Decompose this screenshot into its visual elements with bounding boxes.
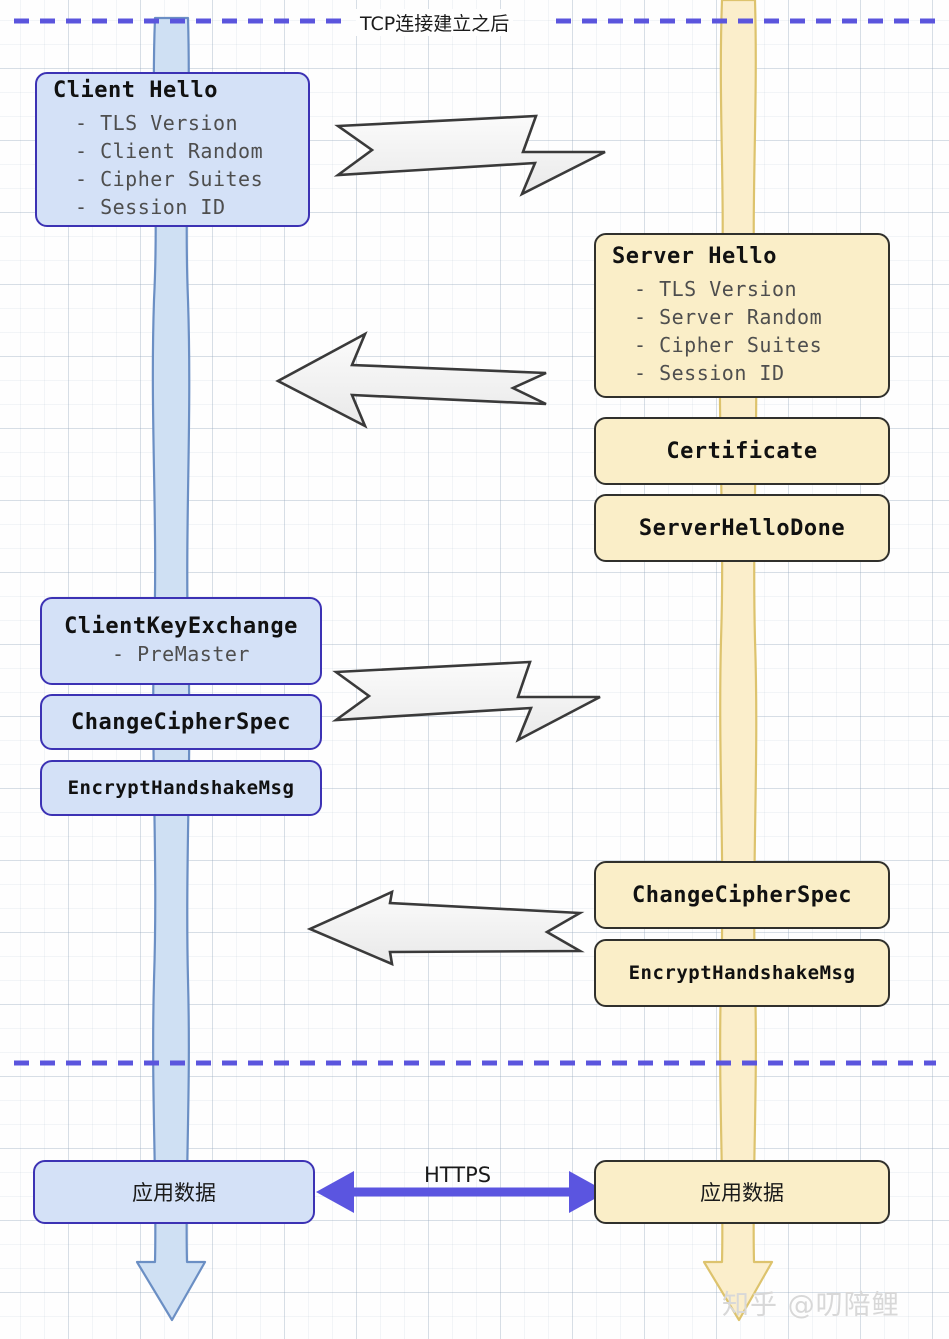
server-message-encrypt-handshake-msg[interactable]: EncryptHandshakeMsg — [594, 939, 890, 1007]
message-title: EncryptHandshakeMsg — [628, 962, 856, 984]
application-data-label: 应用数据 — [132, 1181, 216, 1205]
message-detail-line: - Server Random — [634, 305, 823, 329]
message-detail-line: - TLS Version — [75, 111, 239, 135]
message-title: ClientKeyExchange — [64, 613, 298, 639]
client-hello-arrow-icon — [333, 114, 606, 197]
server-lifeline — [702, 0, 774, 1322]
message-title: Certificate — [666, 438, 818, 464]
message-detail-line: - Session ID — [75, 195, 226, 219]
client-application-data-box[interactable]: 应用数据 — [33, 1160, 315, 1224]
phase-label-after-tcp: TCP连接建立之后 — [356, 9, 514, 36]
message-title: ServerHelloDone — [638, 515, 846, 541]
client-message-change-cipher-spec[interactable]: ChangeCipherSpec — [40, 694, 322, 750]
message-title: ChangeCipherSpec — [71, 709, 291, 735]
watermark: 知乎 @叨陪鲤 — [722, 1290, 900, 1321]
server-message-server-hello[interactable]: Server Hello - TLS Version - Server Rand… — [594, 233, 890, 398]
message-detail-line: - PreMaster — [112, 641, 250, 666]
client-key-exchange-arrow-icon — [331, 660, 601, 743]
application-data-label: 应用数据 — [700, 1181, 784, 1205]
server-change-cipher-arrow-icon — [306, 889, 585, 967]
https-label: HTTPS — [424, 1163, 492, 1187]
message-detail-line: - Cipher Suites — [75, 167, 264, 191]
message-title: ChangeCipherSpec — [632, 882, 852, 908]
server-hello-arrow-icon — [275, 331, 547, 429]
message-title: Server Hello — [612, 244, 777, 269]
message-title: EncryptHandshakeMsg — [67, 777, 295, 799]
server-message-change-cipher-spec[interactable]: ChangeCipherSpec — [594, 861, 890, 929]
message-detail-line: - Client Random — [75, 139, 264, 163]
message-title: Client Hello — [53, 78, 218, 103]
message-detail-line: - Cipher Suites — [634, 333, 823, 357]
message-detail-line: - Session ID — [634, 361, 785, 385]
server-message-server-hello-done[interactable]: ServerHelloDone — [594, 494, 890, 562]
server-message-certificate[interactable]: Certificate — [594, 417, 890, 485]
server-application-data-box[interactable]: 应用数据 — [594, 1160, 890, 1224]
client-message-encrypt-handshake-msg[interactable]: EncryptHandshakeMsg — [40, 760, 322, 816]
client-message-client-key-exchange[interactable]: ClientKeyExchange - PreMaster — [40, 597, 322, 685]
client-message-client-hello[interactable]: Client Hello - TLS Version - Client Rand… — [35, 72, 310, 227]
message-detail-line: - TLS Version — [634, 277, 798, 301]
